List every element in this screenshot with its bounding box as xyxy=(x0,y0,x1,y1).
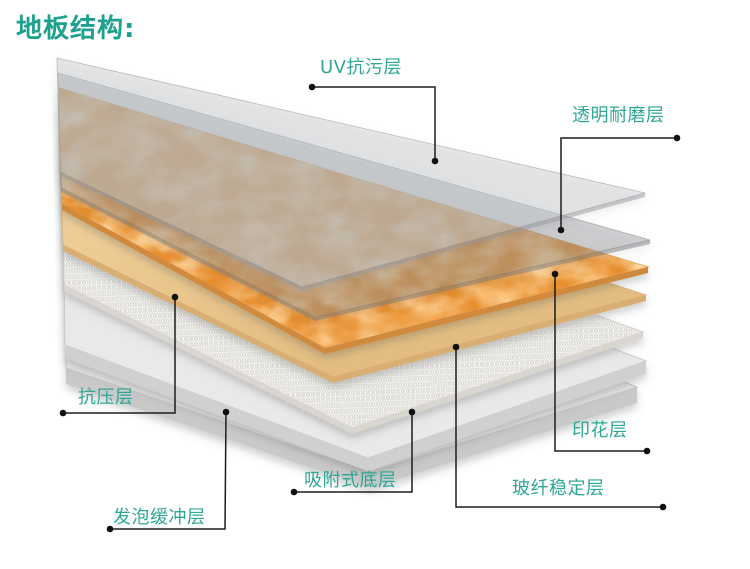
callout-dot xyxy=(557,226,565,234)
label-wear-resistant-layer: 透明耐磨层 xyxy=(572,105,665,126)
callout-line-suction-bottom xyxy=(294,412,413,493)
callout-dot xyxy=(452,343,460,351)
label-uv-coating-layer: UV抗污层 xyxy=(320,57,402,78)
callout-line-compression xyxy=(63,297,176,414)
layer-foam-cushion-edge xyxy=(66,368,637,488)
label-compression-layer: 抗压层 xyxy=(78,387,134,408)
callout-line-uv-coating xyxy=(312,86,436,161)
layer-suction-bottom-edge xyxy=(65,345,646,471)
callouts xyxy=(63,86,677,530)
label-printed-layer: 印花层 xyxy=(572,420,628,441)
layer-uv-coating-sheet xyxy=(56,57,646,291)
callout-dot xyxy=(431,157,439,165)
callout-line-wear-resistant xyxy=(560,137,677,230)
label-glass-fiber-layer: 玻纤稳定层 xyxy=(512,478,605,499)
label-foam-cushion-layer: 发泡缓冲层 xyxy=(113,507,206,528)
label-suction-bottom-layer: 吸附式底层 xyxy=(304,470,397,491)
page-title: 地板结构: xyxy=(16,14,135,44)
callout-dot xyxy=(643,447,651,455)
callout-dot xyxy=(106,525,114,533)
callout-dot xyxy=(290,488,298,496)
callout-dot xyxy=(408,408,416,416)
callout-dot xyxy=(59,409,67,417)
callout-dot xyxy=(171,293,179,301)
callout-line-foam-cushion xyxy=(110,411,227,530)
callout-dots xyxy=(59,83,681,533)
callout-dot xyxy=(659,503,667,511)
callout-dot xyxy=(673,134,681,142)
callout-dot xyxy=(551,270,559,278)
callout-dot xyxy=(222,408,230,416)
callout-line-printed xyxy=(554,274,647,452)
layer-uv-coating-edge xyxy=(60,172,645,291)
callout-line-glass-fiber xyxy=(455,347,663,508)
callout-dot xyxy=(308,83,316,91)
